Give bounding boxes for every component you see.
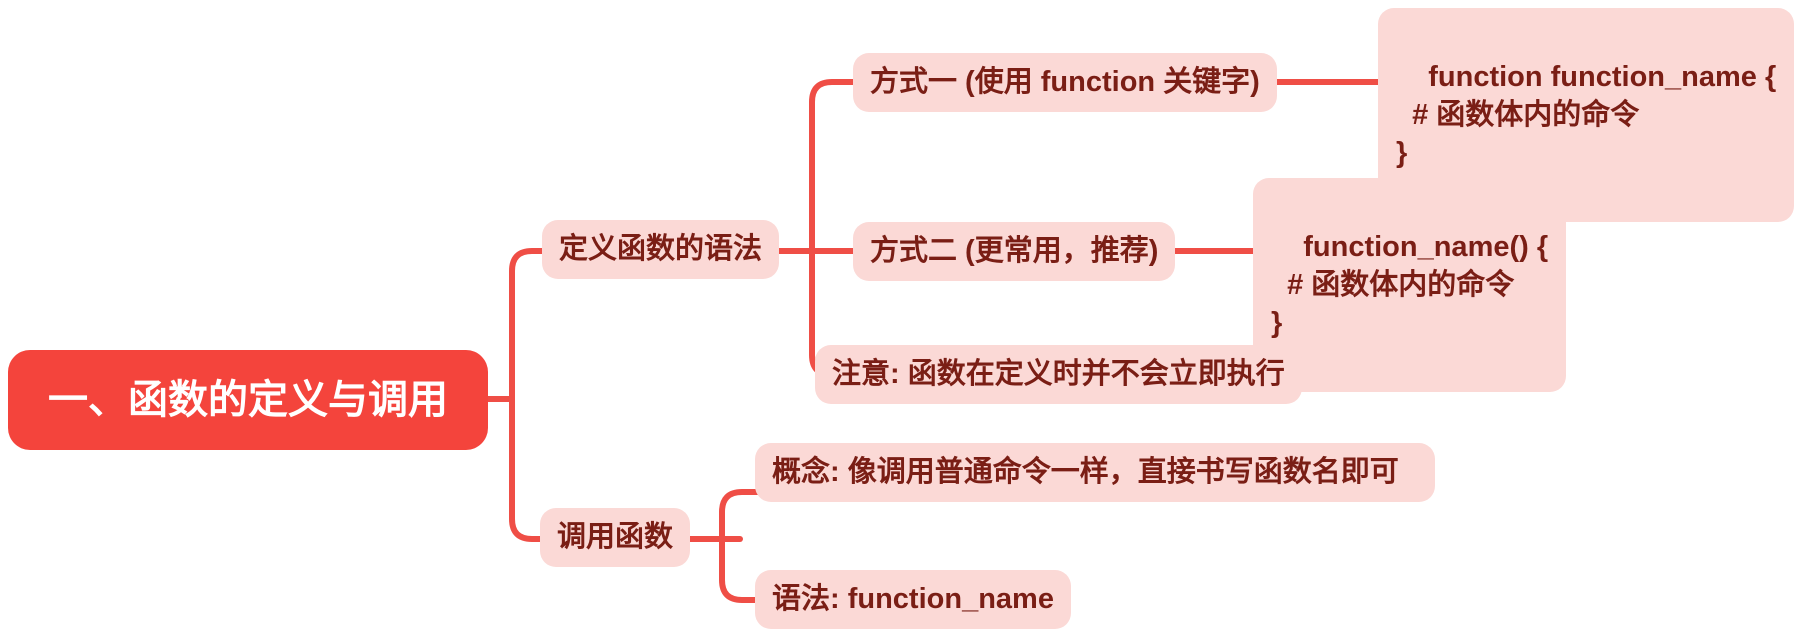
link-root-to-define — [509, 248, 568, 402]
node-note[interactable]: 注意: 函数在定义时并不会立即执行 — [815, 345, 1302, 405]
node-root[interactable]: 一、函数的定义与调用 — [8, 350, 488, 450]
link-define-to-method1 — [809, 79, 878, 254]
node-method2-code-text: function_name() { # 函数体内的命令 } — [1271, 231, 1549, 339]
node-define-syntax-label: 定义函数的语法 — [559, 233, 763, 265]
node-method1[interactable]: 方式一 (使用 function 关键字) — [853, 53, 1277, 113]
node-method2-code[interactable]: function_name() { # 函数体内的命令 } — [1253, 178, 1567, 392]
link-call-to-concept — [719, 489, 783, 542]
node-root-label: 一、函数的定义与调用 — [48, 378, 448, 422]
link-root-to-call — [509, 396, 568, 542]
node-call-function-label: 调用函数 — [557, 521, 674, 553]
node-call-syntax[interactable]: 语法: function_name — [755, 570, 1071, 630]
node-note-label: 注意: 函数在定义时并不会立即执行 — [832, 358, 1285, 390]
link-call-to-syntax — [719, 536, 783, 603]
node-method1-label: 方式一 (使用 function 关键字) — [870, 66, 1260, 98]
node-call-concept[interactable]: 概念: 像调用普通命令一样，直接书写函数名即可 — [755, 443, 1435, 503]
node-call-concept-label: 概念: 像调用普通命令一样，直接书写函数名即可 — [772, 456, 1399, 488]
node-method1-code-text: function function_name { # 函数体内的命令 } — [1396, 61, 1777, 169]
node-method2-label: 方式二 (更常用，推荐) — [870, 235, 1159, 267]
node-method2[interactable]: 方式二 (更常用，推荐) — [853, 222, 1176, 282]
node-call-syntax-label: 语法: function_name — [772, 583, 1054, 615]
node-call-function[interactable]: 调用函数 — [540, 508, 691, 568]
node-define-syntax[interactable]: 定义函数的语法 — [542, 220, 780, 280]
